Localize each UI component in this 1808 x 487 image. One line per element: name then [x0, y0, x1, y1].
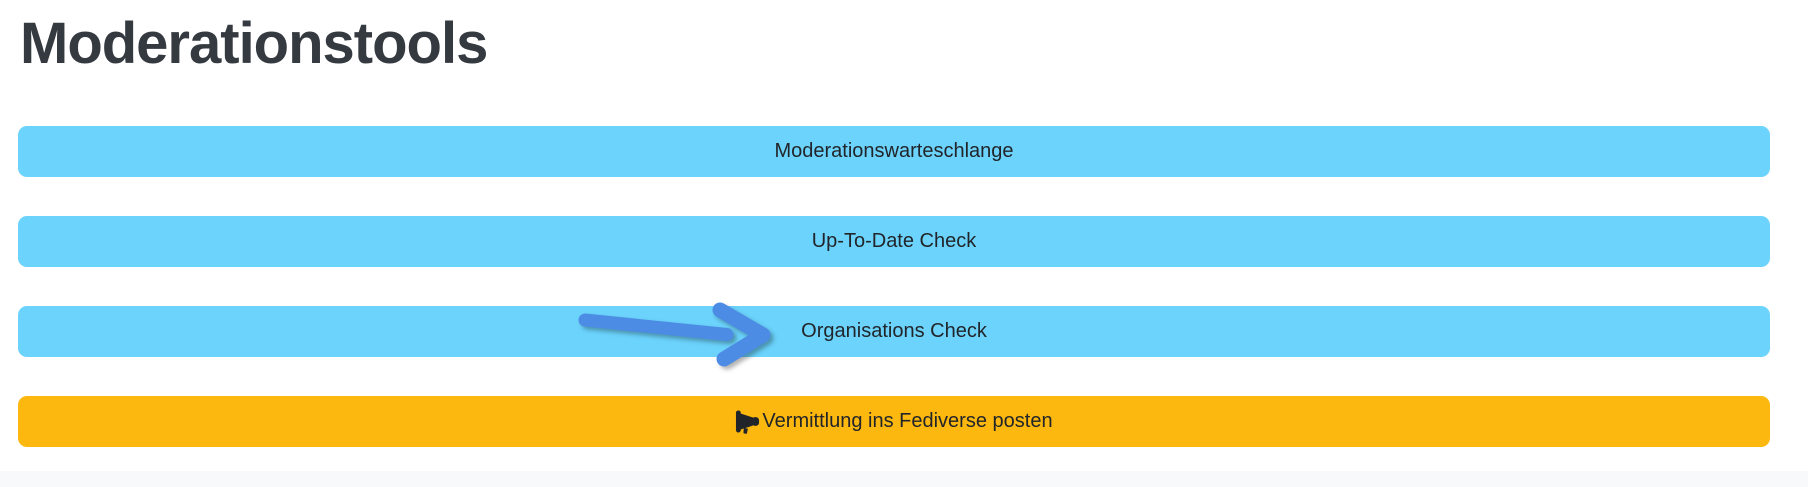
post-fediverse-button-label: Vermittlung ins Fediverse posten	[762, 410, 1053, 432]
moderation-queue-button-label: Moderationswarteschlange	[774, 140, 1014, 162]
button-stack: Moderationswarteschlange Up-To-Date Chec…	[0, 125, 1808, 447]
up-to-date-check-button[interactable]: Up-To-Date Check	[18, 215, 1770, 267]
organisations-check-button-label: Organisations Check	[801, 320, 987, 342]
moderation-queue-button[interactable]: Moderationswarteschlange	[18, 125, 1770, 177]
footer-bar	[0, 471, 1808, 487]
organisations-check-button[interactable]: Organisations Check	[18, 305, 1770, 357]
page: Moderationstools Moderationswarteschlang…	[0, 8, 1808, 487]
up-to-date-check-button-label: Up-To-Date Check	[811, 230, 977, 252]
page-title: Moderationstools	[20, 11, 488, 76]
megaphone-icon	[735, 409, 760, 434]
post-fediverse-button[interactable]: Vermittlung ins Fediverse posten	[18, 395, 1770, 447]
